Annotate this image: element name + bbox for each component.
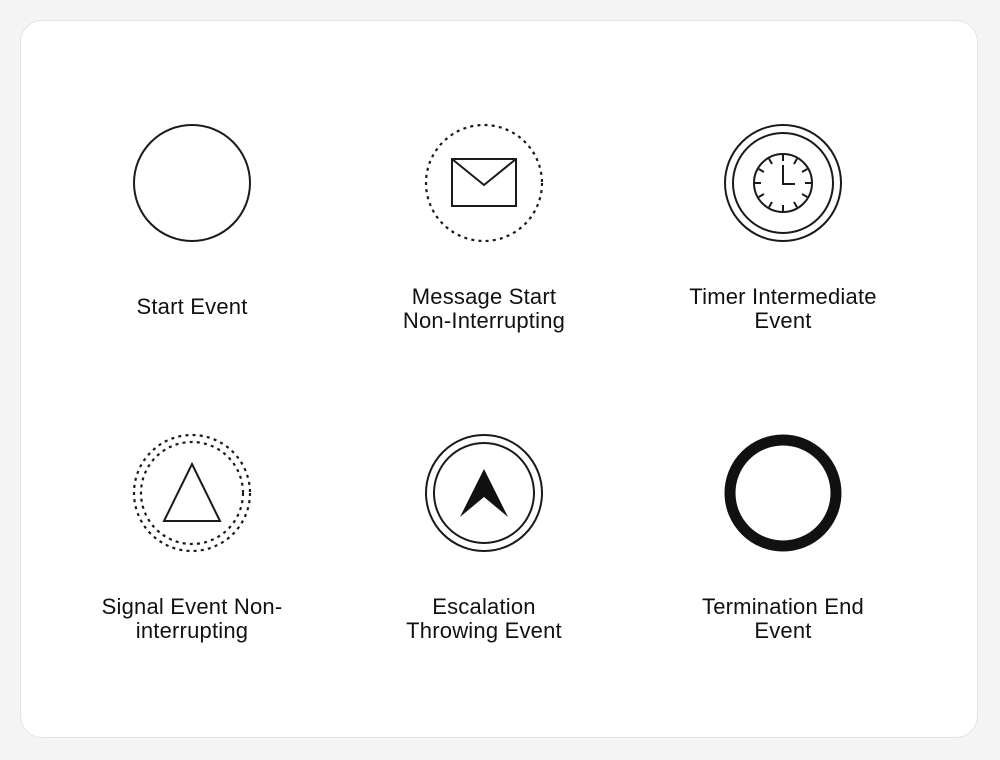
timer-intermediate-event-icon (721, 121, 845, 245)
event-label: Termination End Event (702, 594, 864, 643)
signal-event-non-interrupting-icon (130, 431, 254, 555)
clock-tick (793, 158, 798, 165)
clock-tick (768, 158, 773, 165)
termination-end-event-icon (721, 431, 845, 555)
start-event-icon (130, 121, 254, 245)
event-label: Timer Intermediate Event (689, 284, 877, 333)
escalation-throwing-event-icon (422, 431, 546, 555)
clock-tick (758, 193, 765, 198)
clock-tick (758, 168, 765, 173)
event-label: Message Start Non-Interrupting (402, 284, 566, 333)
clock-tick (801, 193, 808, 198)
event-label: Signal Event Non- interrupting (101, 594, 283, 643)
clock-tick (768, 201, 773, 208)
event-label: Escalation Throwing Event (406, 594, 562, 643)
message-start-non-interrupting-icon (422, 121, 546, 245)
event-label: Start Event (136, 294, 248, 319)
clock-tick (793, 201, 798, 208)
clock-tick (801, 168, 808, 173)
diagram-card: Start Event Message Start Non-Interrupti… (20, 20, 978, 738)
